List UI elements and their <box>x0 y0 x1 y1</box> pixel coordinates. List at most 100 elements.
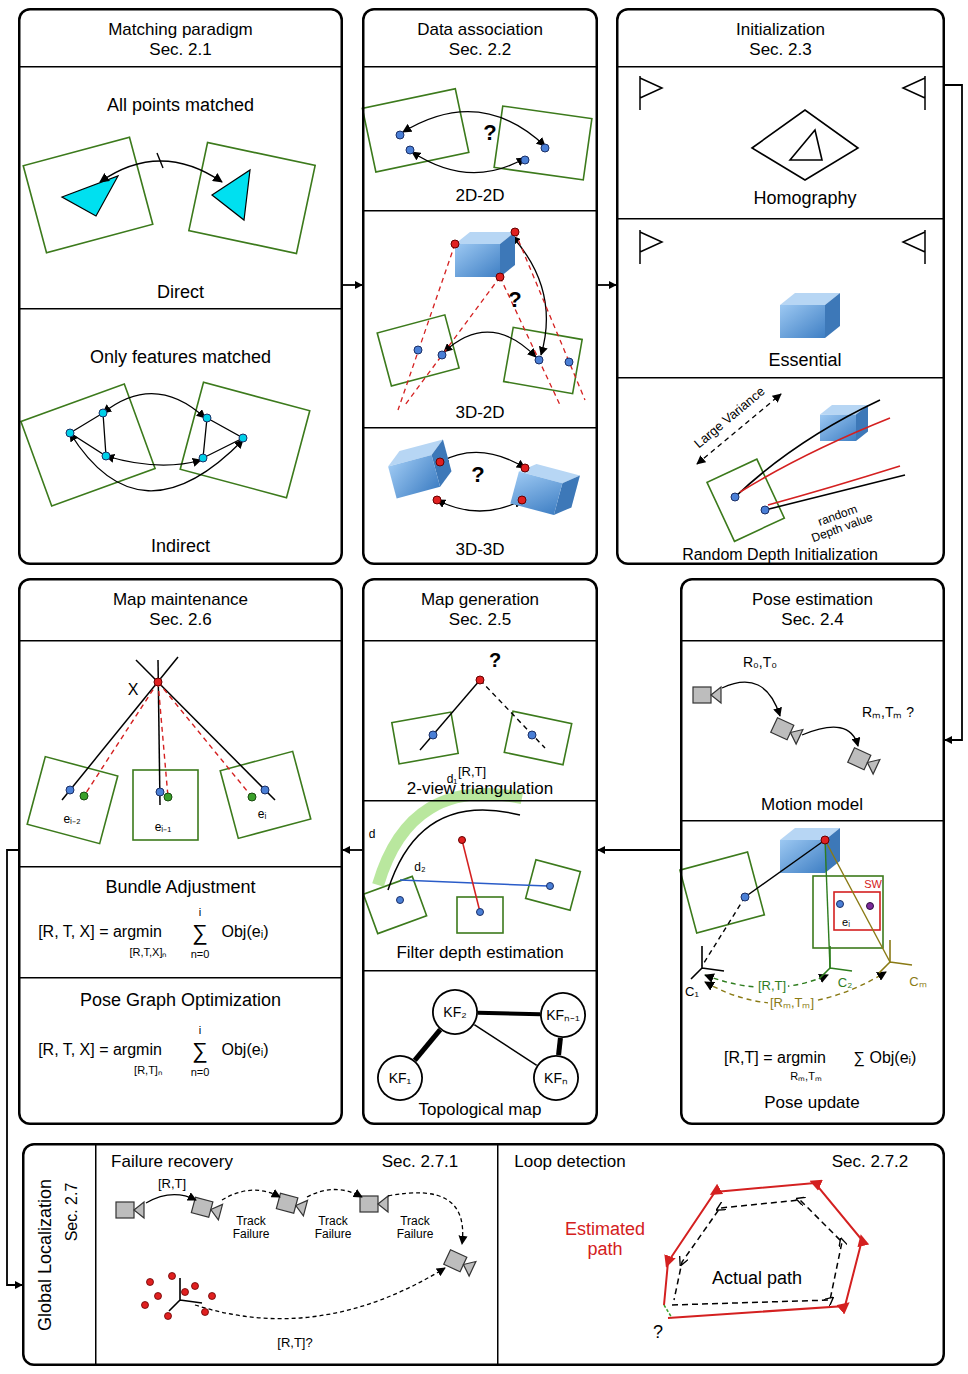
section-label: eᵢ₋₂ <box>63 813 80 827</box>
section-band: Pose Graph Optimization[R, T, X] = argmi… <box>18 977 343 1125</box>
keyframe-node: KF₂ <box>432 989 478 1035</box>
section-label: 2D-2D <box>455 186 504 206</box>
section-band: Loop detection Sec. 2.7.2Estimated pathAc… <box>497 1143 945 1366</box>
section-label: [R, T, X] = argmin <box>38 923 162 941</box>
section-label: Rₘ,Tₘ <box>790 1070 822 1083</box>
section-label: Actual path <box>712 1268 802 1289</box>
section-label: X <box>128 681 139 699</box>
section-label: Random Depth Initialization <box>682 546 878 564</box>
section-label: Track Failure <box>392 1215 438 1241</box>
section-label: d₁ <box>447 773 458 787</box>
covisibility-link <box>415 1030 441 1061</box>
section-band: Xeᵢ₋₂eᵢ₋₁eᵢ <box>18 640 343 866</box>
section-label: SW <box>864 878 882 891</box>
flow-arrow <box>7 850 22 1285</box>
section-label: [Rₘ,Tₘ] <box>768 996 816 1011</box>
section-label: Sec. 2.7.1 <box>382 1152 459 1172</box>
stage-panel: Pose estimationSec. 2.4R₀,T₀Rₘ,Tₘ ?Motio… <box>680 578 945 1125</box>
keyframe-label: KF₁ <box>389 1070 412 1086</box>
section-label: 3D-2D <box>455 403 504 423</box>
flow-arrow <box>343 849 362 851</box>
section-label: ? <box>653 1322 663 1343</box>
section-label: Motion model <box>761 795 863 815</box>
section-label: n=0 <box>191 948 210 961</box>
panel-heading: Sec. 2.3 <box>749 40 811 60</box>
section-label: R₀,T₀ <box>743 654 777 670</box>
section-label: eᵢ <box>258 808 267 822</box>
section-label: [R,T] = argmin <box>724 1049 826 1067</box>
panel-heading: Initialization <box>736 20 825 40</box>
section-label: ∑ <box>192 920 208 945</box>
section-label: Obj(eᵢ) <box>222 1041 269 1059</box>
section-label: Estimated path <box>560 1220 650 1260</box>
covisibility-link <box>559 1038 561 1055</box>
section-band: SWeᵢC₁C₂Cₘ[R,T][Rₘ,Tₘ][R,T] = argminRₘ,T… <box>680 820 945 1125</box>
flow-arrow <box>343 284 362 286</box>
section-label: eᵢ <box>842 916 850 929</box>
section-label: Loop detection <box>514 1152 626 1172</box>
section-label: ? <box>508 287 521 312</box>
section-label: 2-view triangulation <box>407 779 553 799</box>
section-label: ? <box>471 462 484 487</box>
section-label: Bundle Adjustment <box>105 877 255 898</box>
section-label: n=0 <box>191 1066 210 1079</box>
panel-heading: Data association <box>417 20 543 40</box>
section-band: Only features matchedIndirect <box>18 308 343 565</box>
section-label: ? <box>483 120 496 145</box>
panel-heading: Map maintenance <box>113 590 248 610</box>
section-label: C₁ <box>685 985 699 1000</box>
section-label: i <box>199 1024 201 1037</box>
stage-panel: Data associationSec. 2.2? 2D-2D? 3D-2D? 3D-… <box>362 8 598 565</box>
section-band: Topological map KF₁ KF₂ KFₙ₋₁ KFₙ <box>362 970 598 1125</box>
section-band: Homography <box>616 66 945 218</box>
section-label: [R, T, X] = argmin <box>38 1041 162 1059</box>
section-label: Track Failure <box>228 1215 274 1241</box>
section-band: Essential <box>616 218 945 377</box>
section-label: C₂ <box>838 976 852 991</box>
stage-panel: Matching paradigmSec. 2.1All points matc… <box>18 8 343 565</box>
keyframe-node: KFₙ₋₁ <box>540 992 586 1038</box>
section-label: ∑ Obj(eᵢ) <box>854 1049 917 1067</box>
keyframe-node: KFₙ <box>533 1055 579 1101</box>
section-label: [R,T] <box>156 1177 188 1192</box>
section-label: [R,T]? <box>277 1336 312 1351</box>
section-label: Pose update <box>764 1093 859 1113</box>
section-label: Topological map <box>419 1100 542 1120</box>
panel-heading: Map generation <box>421 590 539 610</box>
covisibility-link <box>478 1013 540 1015</box>
section-label: Sec. 2.7.2 <box>832 1152 909 1172</box>
flow-arrow <box>945 85 962 740</box>
section-band: All points matchedDirect <box>18 66 343 308</box>
stage-panel: Map maintenanceSec. 2.6Xeᵢ₋₂eᵢ₋₁eᵢBundle… <box>18 578 343 1125</box>
section-band: Bundle Adjustment[R, T, X] = argmin∑in=0… <box>18 866 343 977</box>
section-label: [R,T]ₙ <box>134 1064 162 1077</box>
panel-heading: Pose estimation <box>752 590 873 610</box>
keyframe-label: KFₙ₋₁ <box>546 1007 580 1023</box>
section-label: Essential <box>768 350 841 371</box>
panel-heading: Sec. 2.6 <box>149 610 211 630</box>
section-label: Indirect <box>151 536 210 557</box>
stage-panel: Global LocalizationSec. 2.7Failure recov… <box>22 1143 945 1366</box>
section-label: ∑ <box>192 1038 208 1063</box>
panel-heading: Sec. 2.7 <box>63 1183 81 1242</box>
section-band: Failure recovery Sec. 2.7.1 [R,T] Track Fai… <box>95 1143 497 1366</box>
section-band: ? 3D-3D <box>362 427 598 565</box>
section-label: 3D-3D <box>455 540 504 560</box>
keyframe-node: KF₁ <box>377 1055 423 1101</box>
section-label: [R,T,X]ₙ <box>129 946 166 959</box>
panel-heading: Sec. 2.1 <box>149 40 211 60</box>
panel-heading: Sec. 2.2 <box>449 40 511 60</box>
section-label: random Depth value <box>800 497 879 547</box>
keyframe-label: KF₂ <box>443 1004 466 1020</box>
section-band: ?[R,T]2-view triangulation <box>362 640 598 800</box>
section-label: Track Failure <box>310 1215 356 1241</box>
covisibility-link <box>474 1025 536 1066</box>
section-label: Only features matched <box>90 347 271 368</box>
flow-arrow <box>598 284 616 286</box>
section-label: Large Variance <box>692 384 768 452</box>
section-label: Failure recovery <box>111 1152 233 1172</box>
section-label: Filter depth estimation <box>396 943 563 963</box>
section-label: d₂ <box>414 861 425 875</box>
panel-heading: Sec. 2.4 <box>781 610 843 630</box>
